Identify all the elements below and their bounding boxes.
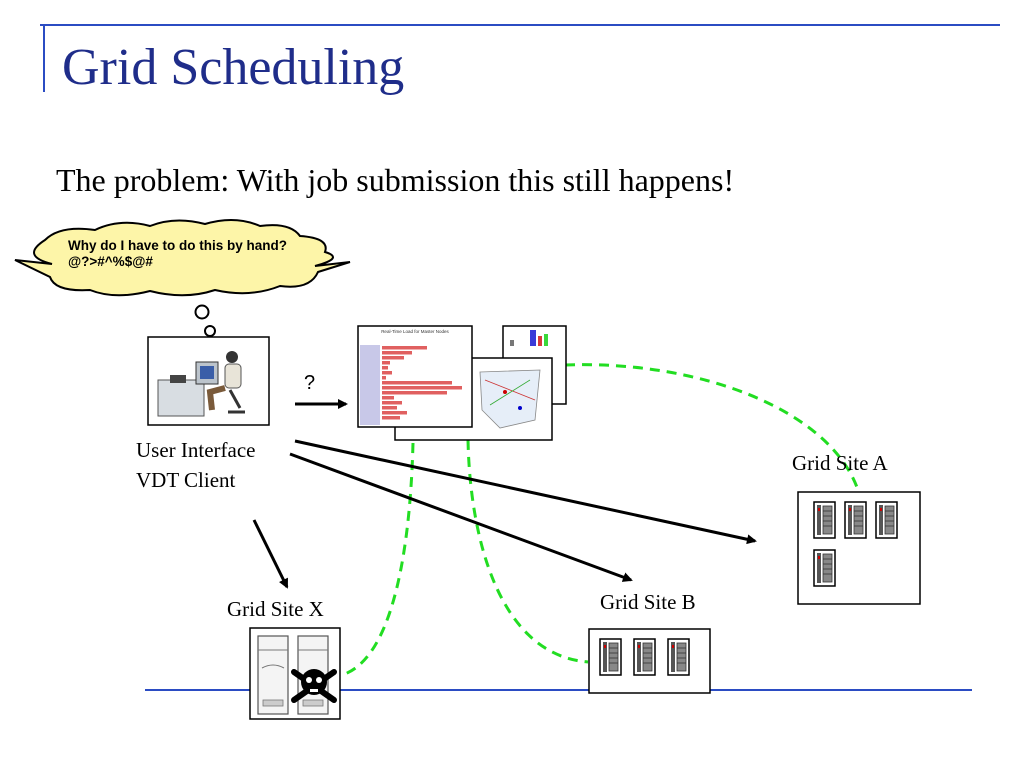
grid-site-b-box	[588, 628, 711, 694]
monitor-screen-title: Real-Time Load for Master Nodes	[381, 329, 449, 334]
monitor-bar	[382, 386, 462, 390]
arrow-to-site-a	[294, 439, 757, 545]
server-rack-icon	[813, 549, 836, 587]
monitor-bar	[382, 396, 394, 400]
monitor-bar	[382, 401, 402, 405]
monitor-bar	[382, 376, 386, 380]
dashed-link-site-a	[564, 363, 860, 491]
server-rack-icon	[875, 501, 898, 539]
grid-site-a-label: Grid Site A	[792, 451, 888, 475]
skull-crossbones-icon	[291, 669, 337, 703]
arrow-to-site-x	[252, 519, 289, 589]
grid-site-b-label: Grid Site B	[600, 590, 696, 614]
monitor-bar	[382, 381, 452, 385]
server-rack-icon	[844, 501, 867, 539]
slide-subtitle: The problem: With job submission this st…	[56, 162, 735, 198]
dashed-link-site-x	[341, 442, 415, 677]
thought-bubble	[14, 219, 351, 351]
thought-bubble-text: Why do I have to do this by hand? @?>#^%…	[68, 238, 287, 269]
monitor-bar	[382, 351, 412, 355]
grid-site-a-box	[797, 491, 921, 605]
monitor-bar	[382, 366, 388, 370]
monitor-bar-group	[382, 346, 462, 420]
monitor-bar	[382, 411, 407, 415]
monitor-bar	[382, 356, 404, 360]
grid-site-x-label: Grid Site X	[227, 597, 324, 621]
user-interface-label: User Interface	[136, 438, 256, 462]
monitor-bar	[382, 371, 392, 375]
dashed-link-site-b	[466, 439, 589, 664]
server-rack-icon	[813, 501, 836, 539]
question-mark-label: ?	[304, 372, 316, 394]
server-rack-icon	[257, 635, 289, 715]
monitor-bar	[382, 346, 427, 350]
person-at-computer-icon	[147, 336, 270, 426]
monitor-bar	[382, 406, 397, 410]
monitor-bar	[382, 361, 390, 365]
monitoring-charts-icon: Real-Time Load for Master Nodes	[357, 325, 567, 441]
monitor-bar	[382, 391, 447, 395]
server-rack-icon	[633, 638, 656, 676]
monitor-bar	[382, 416, 400, 420]
server-rack-icon	[667, 638, 690, 676]
grid-site-x-box	[249, 627, 341, 720]
slide-title: Grid Scheduling	[62, 39, 405, 96]
vdt-client-label: VDT Client	[136, 468, 236, 492]
arrow-to-site-b	[289, 452, 633, 582]
server-rack-icon	[599, 638, 622, 676]
